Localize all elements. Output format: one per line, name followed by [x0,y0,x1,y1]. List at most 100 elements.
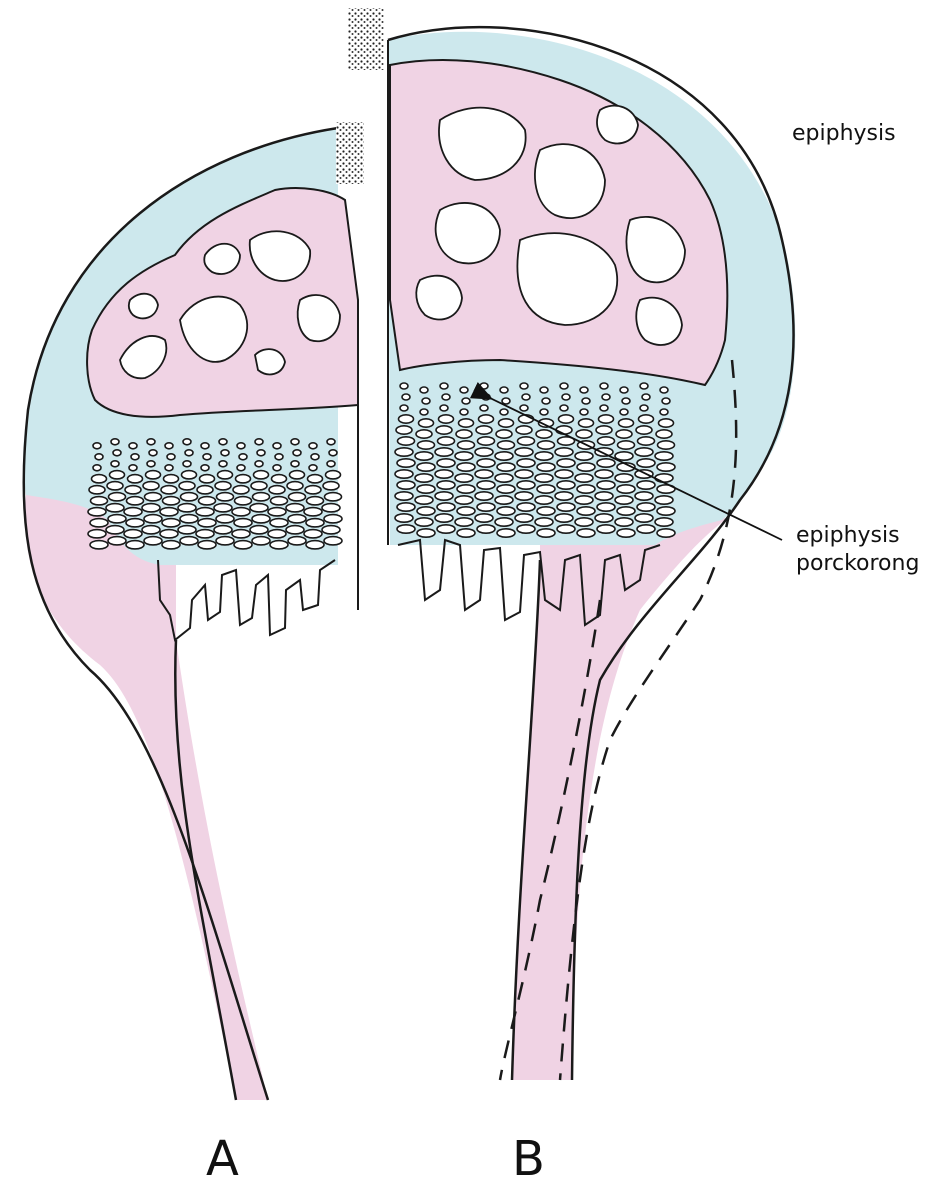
chondrocyte-cell [275,454,283,460]
chondrocyte-cell [438,437,455,445]
chondrocyte-cell [477,503,495,511]
chondrocyte-cell [580,409,588,415]
chondrocyte-cell [304,530,322,538]
chondrocyte-cell [111,439,119,445]
chondrocyte-cell [615,496,633,504]
chondrocyte-cell [537,507,555,515]
chondrocyte-cell [110,471,125,479]
chondrocyte-cell [475,514,493,522]
chondrocyte-cell [196,530,214,538]
chondrocyte-cell [637,481,655,489]
chondrocyte-cell [659,419,674,427]
chondrocyte-cell [288,537,306,545]
chondrocyte-cell [268,508,286,516]
chondrocyte-cell [477,481,495,489]
chondrocyte-cell [476,426,492,434]
chondrocyte-cell [595,514,613,522]
chondrocyte-cell [397,503,415,511]
chondrocyte-cell [167,454,175,460]
chondrocyte-cell [113,450,121,456]
chondrocyte-cell [417,463,435,471]
chondrocyte-cell [575,496,593,504]
chondrocyte-cell [145,493,162,501]
chondrocyte-cell [462,398,470,404]
chondrocyte-cell [161,486,177,494]
chondrocyte-cell [306,541,324,549]
chondrocyte-cell [198,519,216,527]
chondrocyte-cell [517,459,535,467]
chondrocyte-cell [232,508,250,516]
chondrocyte-cell [163,497,180,505]
chondrocyte-cell [495,474,513,482]
chondrocyte-cell [327,461,335,467]
chondrocyte-cell [89,486,105,494]
chondrocyte-cell [517,481,535,489]
chondrocyte-cell [557,481,575,489]
chondrocyte-cell [419,419,434,427]
chondrocyte-cell [455,496,473,504]
chondrocyte-cell [415,518,433,526]
chondrocyte-cell [162,519,180,527]
chondrocyte-cell [455,518,473,526]
chondrocyte-cell [269,486,285,494]
chondrocyte-cell [402,394,410,400]
chondrocyte-cell [217,493,234,501]
chondrocyte-cell [198,541,216,549]
chondrocyte-cell [235,497,252,505]
chondrocyte-cell [200,475,215,483]
chondrocyte-cell [616,430,632,438]
chondrocyte-cell [475,470,493,478]
chondrocyte-cell [597,481,615,489]
chondrocyte-cell [475,492,493,500]
chondrocyte-cell [637,503,655,511]
chondrocyte-cell [495,518,513,526]
panel-b-shaft [512,480,725,1080]
chondrocyte-cell [395,492,413,500]
chondrocyte-cell [287,482,303,490]
chondrocyte-cell [455,474,473,482]
chondrocyte-cell [93,465,101,471]
chondrocyte-cell [142,504,160,512]
chondrocyte-cell [615,518,633,526]
chondrocyte-cell [575,474,593,482]
chondrocyte-cell [111,461,119,467]
chondrocyte-cell [655,496,673,504]
chondrocyte-cell [642,394,650,400]
chondrocyte-cell [422,398,430,404]
chondrocyte-cell [327,439,335,445]
chondrocyte-cell [622,398,630,404]
chondrocyte-cell [576,430,592,438]
chondrocyte-cell [329,450,337,456]
chondrocyte-cell [125,486,141,494]
chondrocyte-cell [251,482,267,490]
chondrocyte-cell [657,507,675,515]
chondrocyte-cell [617,507,635,515]
chondrocyte-cell [535,518,553,526]
chondrocyte-cell [535,452,553,460]
chondrocyte-cell [439,415,454,423]
chondrocyte-cell [655,474,673,482]
chondrocyte-cell [435,514,453,522]
chondrocyte-cell [106,504,124,512]
chondrocyte-cell [324,537,342,545]
chondrocyte-cell [640,383,648,389]
chondrocyte-cell [271,497,288,505]
chondrocyte-cell [522,394,530,400]
chondrocyte-cell [515,470,533,478]
label-growth-plate-line2: porckorong [796,551,919,576]
chondrocyte-cell [147,439,155,445]
chondrocyte-cell [636,426,652,434]
chondrocyte-cell [415,474,433,482]
chondrocyte-cell [597,503,615,511]
chondrocyte-cell [185,450,193,456]
chondrocyte-cell [252,515,270,523]
chondrocyte-cell [497,507,515,515]
chondrocyte-cell [142,526,160,534]
chondrocyte-cell [557,525,575,533]
chondrocyte-cell [236,475,251,483]
chondrocyte-cell [397,459,415,467]
chondrocyte-cell [435,470,453,478]
chondrocyte-cell [417,529,435,537]
chondrocyte-cell [395,470,413,478]
chondrocyte-cell [237,465,245,471]
